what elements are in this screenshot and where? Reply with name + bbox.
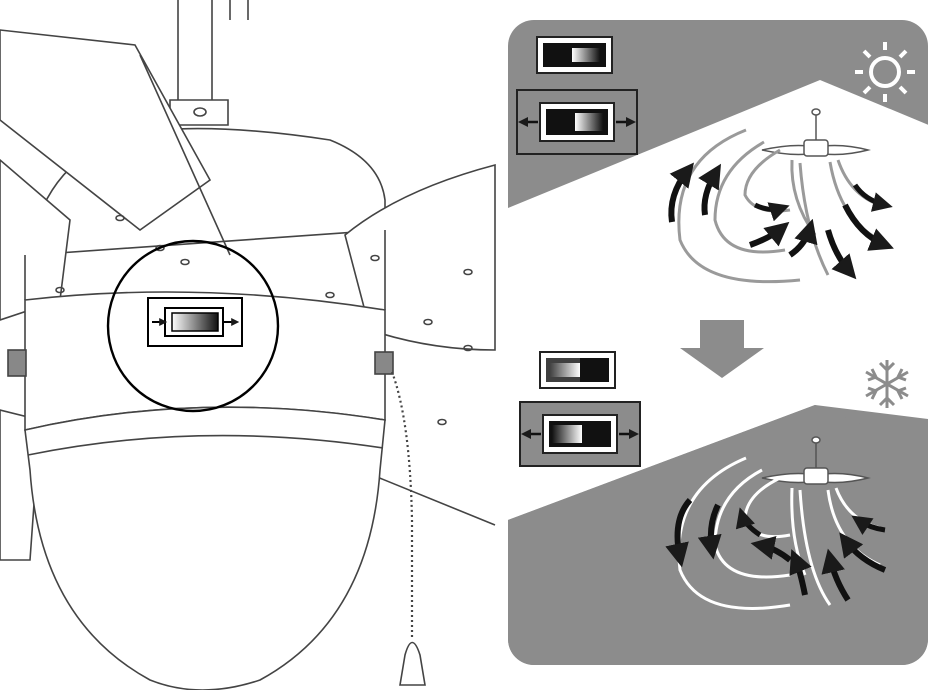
pull-chain [392, 372, 425, 685]
winter-switch-large [520, 402, 640, 466]
fan-downrod [170, 0, 248, 125]
summer-switch-large [517, 90, 637, 154]
winter-switch-small [540, 352, 615, 388]
fan-illustration [0, 0, 495, 690]
light-bowl [25, 407, 385, 690]
direction-switch [148, 298, 242, 346]
summer-switch-small [537, 37, 612, 73]
